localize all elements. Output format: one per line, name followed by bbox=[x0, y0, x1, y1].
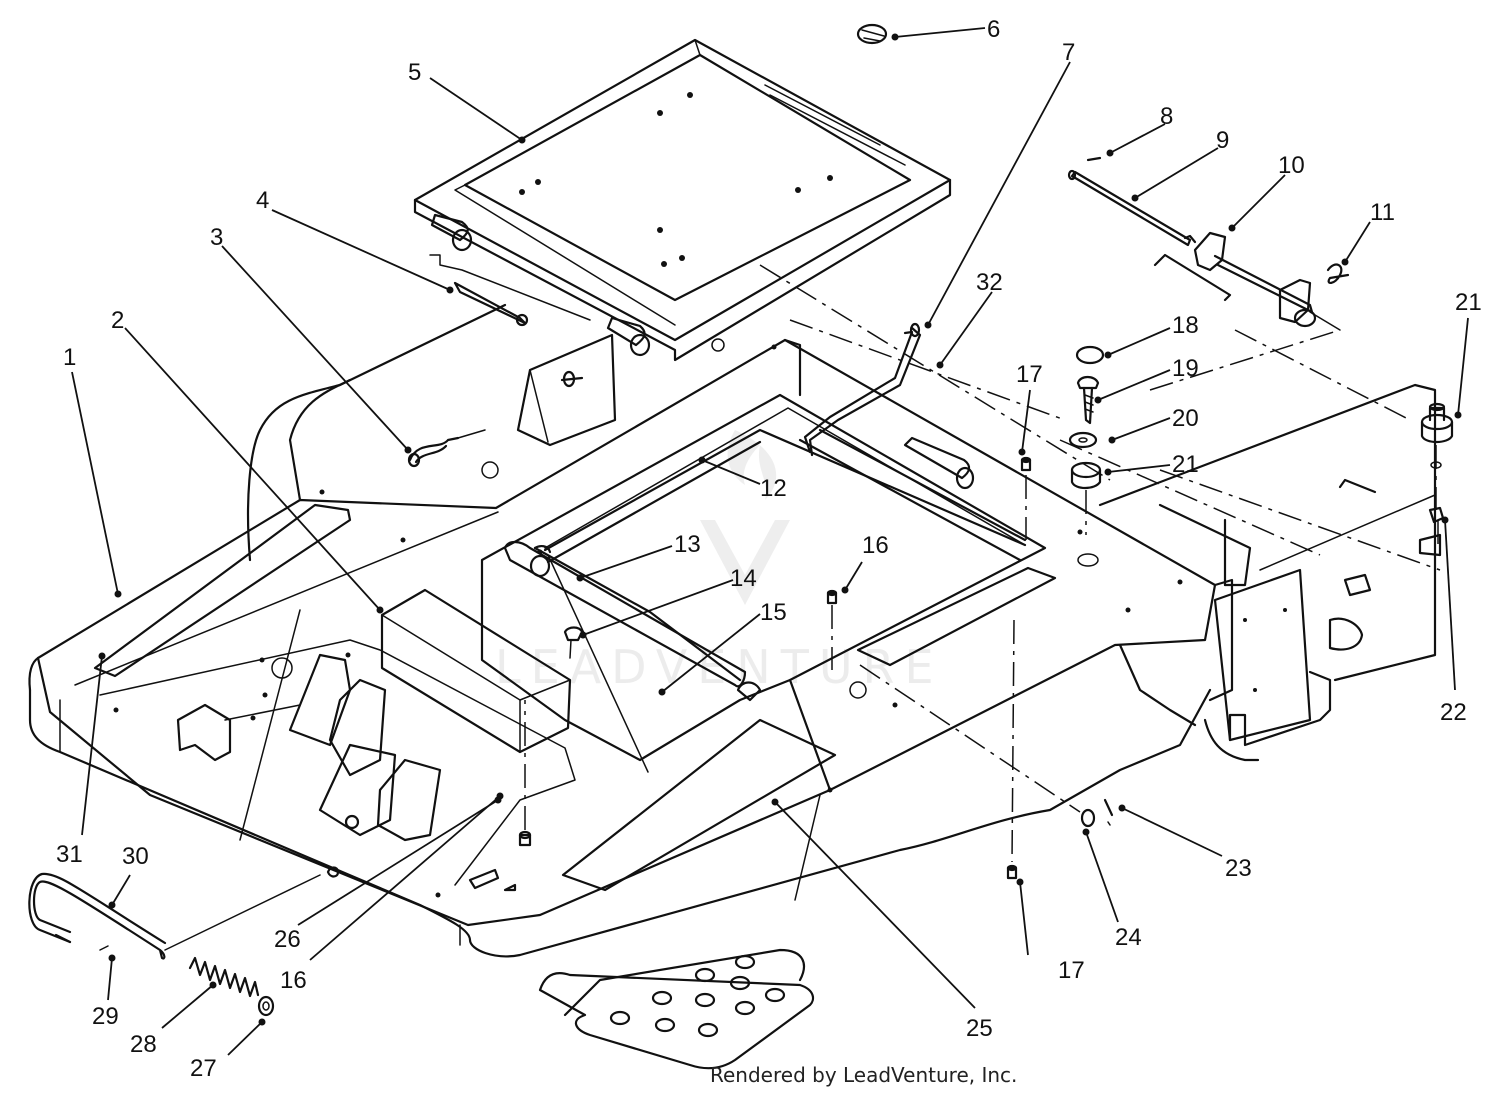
seat-pan bbox=[413, 38, 952, 362]
callout-10: 10 bbox=[1278, 152, 1305, 179]
callout-26: 26 bbox=[274, 926, 301, 953]
callout-17a: 17 bbox=[1016, 361, 1043, 388]
callout-3: 3 bbox=[210, 224, 223, 251]
compression-spring bbox=[188, 956, 260, 998]
frame-main-body bbox=[28, 303, 1442, 958]
callout-27: 27 bbox=[190, 1055, 217, 1082]
callout-28: 28 bbox=[130, 1031, 157, 1058]
callout-2: 2 bbox=[111, 307, 124, 334]
callout-15: 15 bbox=[760, 599, 787, 626]
callout-4: 4 bbox=[256, 187, 269, 214]
callout-21b: 21 bbox=[1455, 289, 1482, 316]
callout-7: 7 bbox=[1062, 39, 1075, 66]
seat-rods bbox=[503, 264, 1341, 702]
callout-16b: 16 bbox=[280, 967, 307, 994]
callout-8: 8 bbox=[1160, 103, 1173, 130]
callout-6: 6 bbox=[987, 16, 1000, 43]
callout-30: 30 bbox=[122, 843, 149, 870]
callout-29: 29 bbox=[92, 1003, 119, 1030]
callout-13: 13 bbox=[674, 531, 701, 558]
seat-knob bbox=[856, 23, 888, 45]
callout-17b: 17 bbox=[1058, 957, 1085, 984]
callout-14: 14 bbox=[730, 565, 757, 592]
callout-5: 5 bbox=[408, 59, 421, 86]
retaining-clip bbox=[407, 429, 486, 468]
watermark-text: LEADVENTURE bbox=[495, 640, 944, 694]
callout-1: 1 bbox=[63, 344, 76, 371]
stop-hardware bbox=[1068, 345, 1454, 545]
footwell-brackets bbox=[176, 588, 572, 892]
callout-25: 25 bbox=[966, 1015, 993, 1042]
callout-32: 32 bbox=[976, 269, 1003, 296]
foot-step bbox=[538, 948, 815, 1070]
callout-12: 12 bbox=[760, 475, 787, 502]
seat-latch-assembly bbox=[1067, 156, 1350, 331]
callout-31: 31 bbox=[56, 841, 83, 868]
watermark-logo bbox=[700, 430, 790, 605]
small-hardware bbox=[326, 456, 1114, 880]
credit-text: Rendered by LeadVenture, Inc. bbox=[710, 1063, 1017, 1087]
callout-20: 20 bbox=[1172, 405, 1199, 432]
callout-11: 11 bbox=[1370, 199, 1395, 226]
callout-21a: 21 bbox=[1172, 451, 1199, 478]
lock-rod-assembly bbox=[28, 872, 321, 1017]
callout-group: 1 2 3 4 5 6 7 8 9 10 11 12 13 14 15 16 1… bbox=[56, 16, 1482, 1082]
callout-9: 9 bbox=[1216, 127, 1229, 154]
seat-hinge-bracket bbox=[516, 333, 617, 447]
callout-18: 18 bbox=[1172, 312, 1199, 339]
hinge-pin bbox=[429, 254, 591, 327]
callout-22: 22 bbox=[1440, 699, 1467, 726]
callout-19: 19 bbox=[1172, 355, 1199, 382]
callout-24: 24 bbox=[1115, 924, 1142, 951]
callout-16a: 16 bbox=[862, 532, 889, 559]
callout-23: 23 bbox=[1225, 855, 1252, 882]
